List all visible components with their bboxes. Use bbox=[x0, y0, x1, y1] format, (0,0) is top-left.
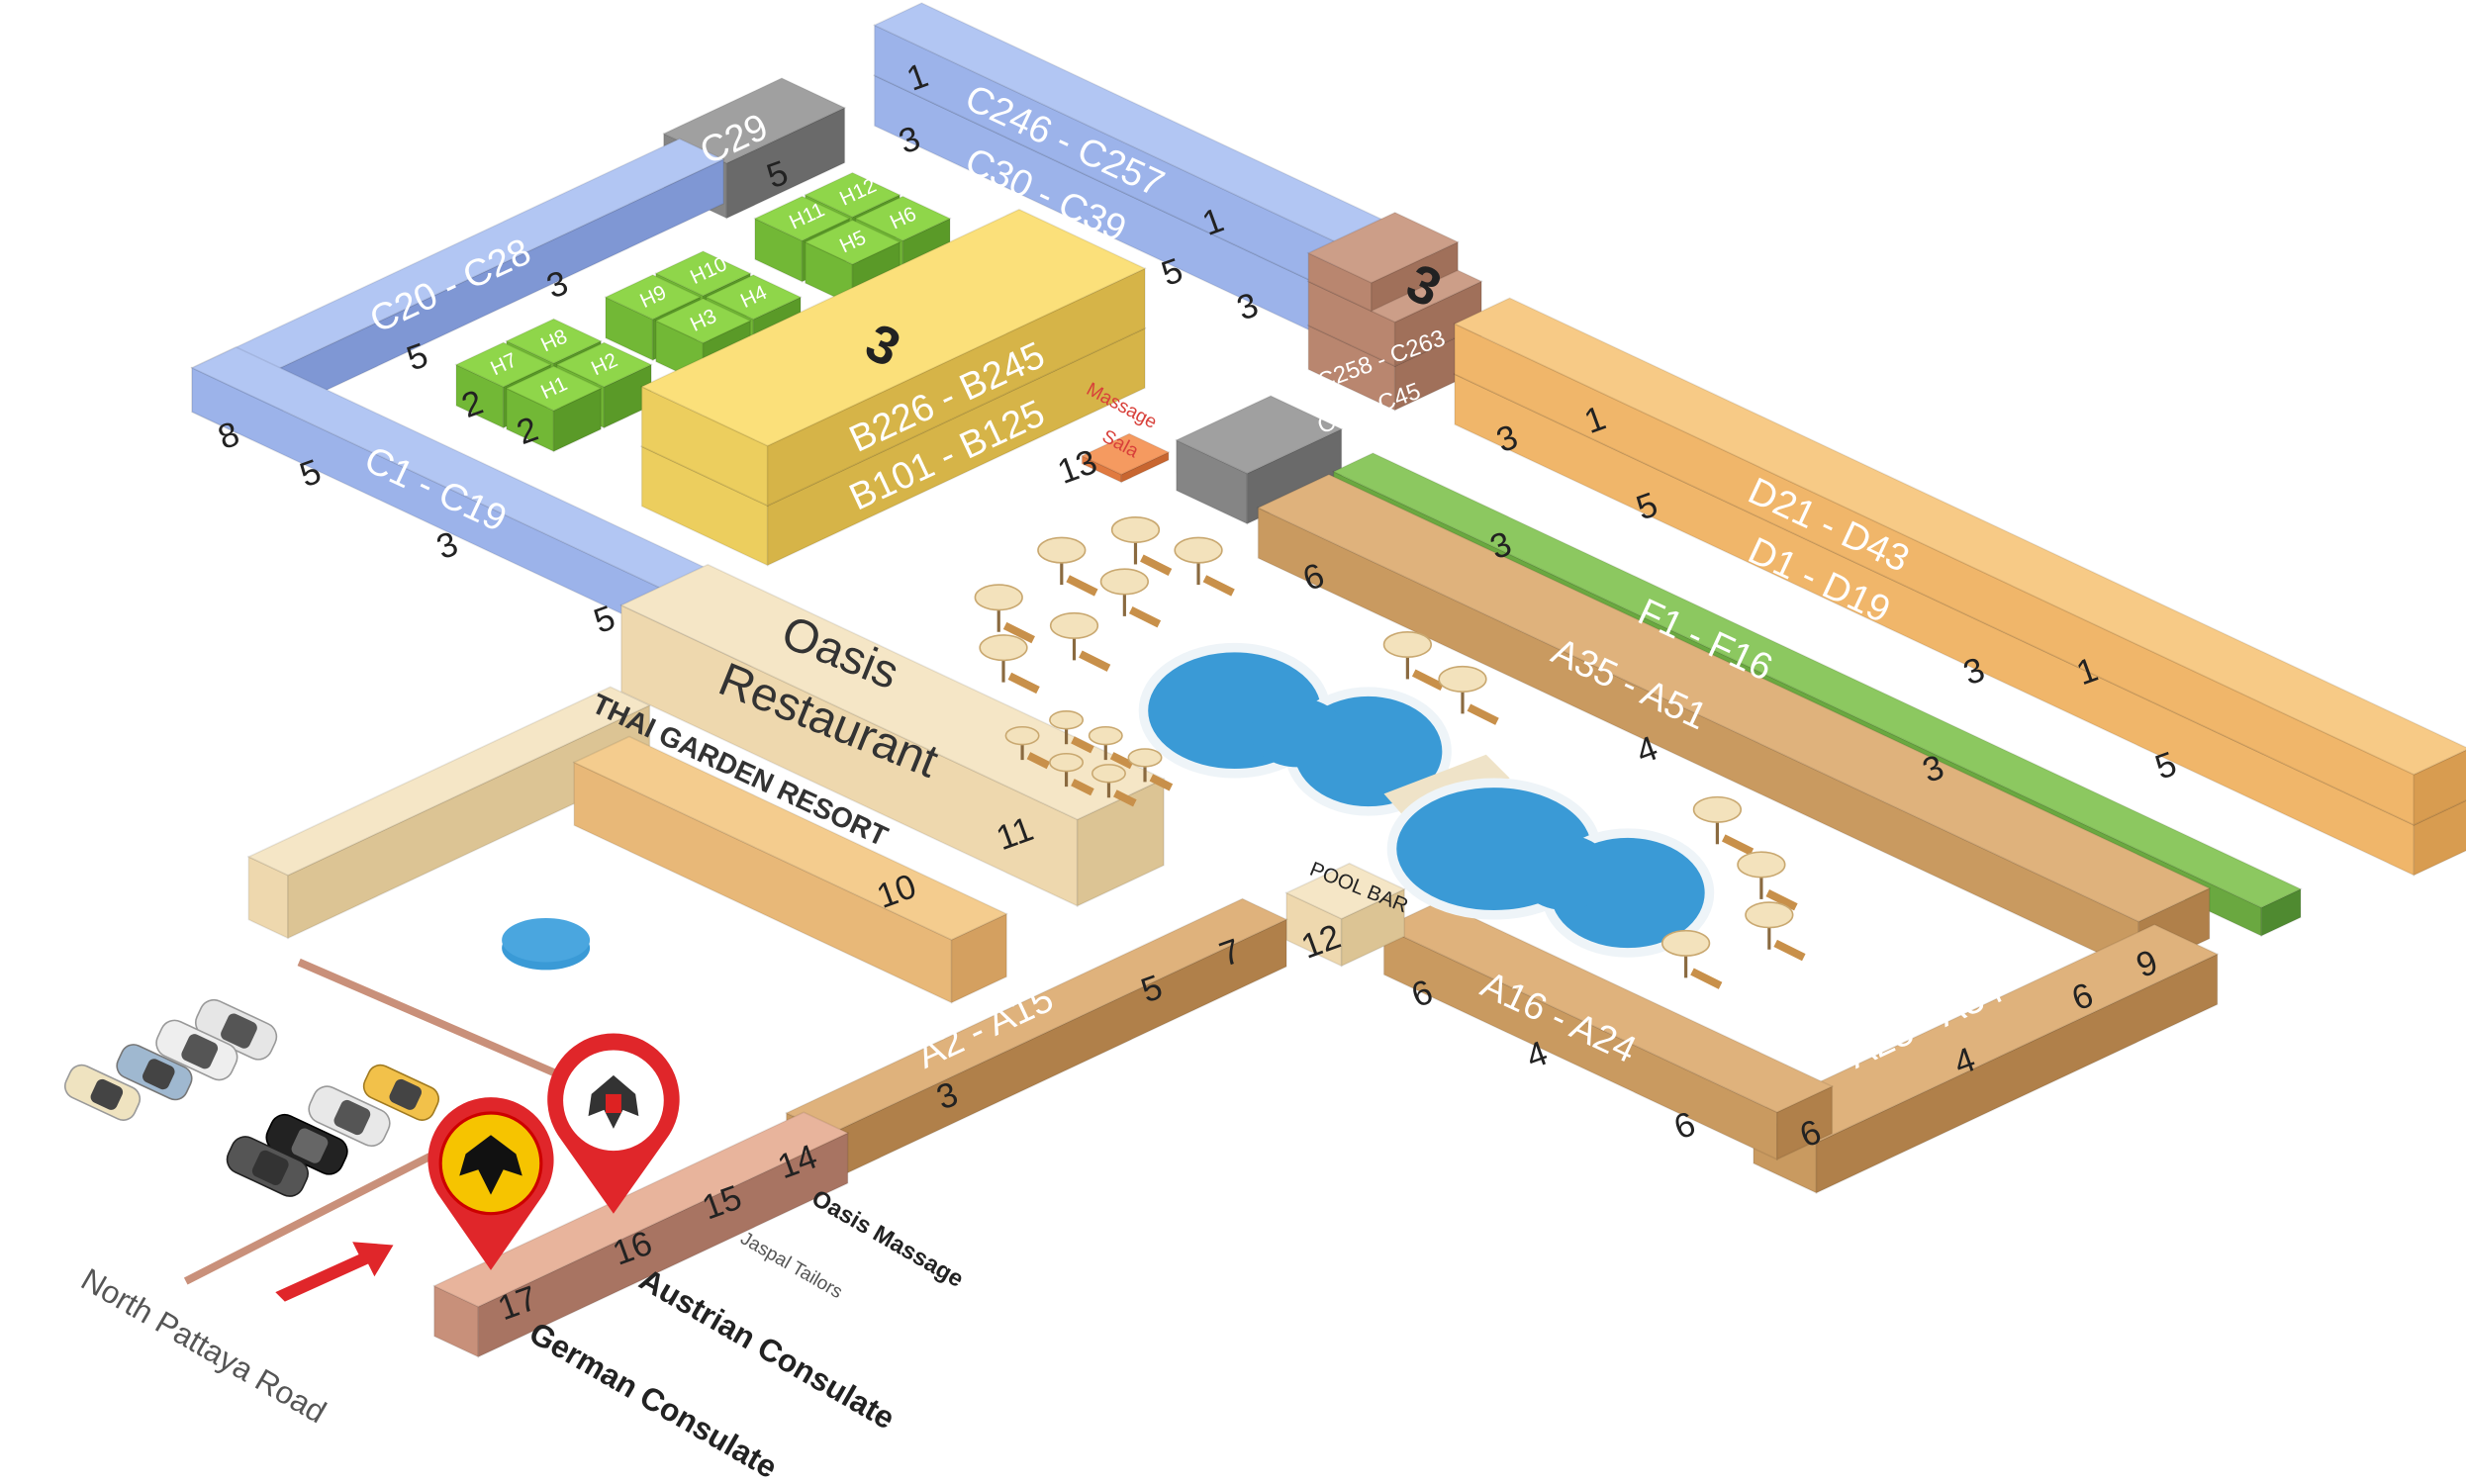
car-icon bbox=[155, 1019, 238, 1081]
eagle-icon bbox=[459, 1135, 522, 1195]
parked-cars bbox=[63, 998, 439, 1197]
road-line bbox=[297, 958, 584, 1089]
sun-umbrellas bbox=[974, 515, 1806, 989]
pool-lower bbox=[1386, 778, 1715, 958]
umbrella-icon bbox=[1049, 710, 1094, 754]
oasis-restaurant[interactable] bbox=[619, 563, 1166, 907]
car-icon bbox=[265, 1113, 348, 1175]
thai-garden-resort-top-face bbox=[572, 735, 1009, 941]
a16-a24-building-top-face bbox=[1381, 900, 1835, 1114]
umbrella-icon bbox=[1037, 536, 1098, 597]
umbrella-icon bbox=[1692, 795, 1755, 856]
label-jaspal-tailors: Jaspal Tailors bbox=[737, 1228, 846, 1303]
h-unit-H6-top-face bbox=[853, 195, 952, 242]
umbrella-icon bbox=[1099, 568, 1162, 628]
car-icon bbox=[194, 998, 278, 1061]
umbrella-icon bbox=[974, 584, 1035, 644]
umbrella-icon bbox=[1049, 752, 1094, 796]
consulate-row-14-17-top-face bbox=[431, 1111, 850, 1308]
a16-a24-building[interactable] bbox=[1381, 900, 1835, 1161]
swimming-pools bbox=[1138, 642, 1715, 958]
thai-garden-resort[interactable] bbox=[572, 735, 1009, 1004]
h-unit-H10-top-face bbox=[653, 250, 753, 297]
d21-d43-building[interactable] bbox=[1453, 297, 2466, 826]
umbrella-icon bbox=[979, 634, 1040, 695]
german-consulate-pin[interactable] bbox=[427, 1097, 554, 1270]
umbrella-icon bbox=[1004, 725, 1051, 770]
umbrella-icon bbox=[1174, 536, 1235, 597]
oasis-restaurant-top-face bbox=[619, 563, 1166, 821]
massage-sala[interactable] bbox=[1080, 432, 1171, 484]
h-unit-H2-top-face bbox=[554, 341, 653, 388]
b226-b245-building[interactable] bbox=[639, 208, 1147, 508]
umbrella-icon bbox=[1088, 725, 1134, 770]
h-unit-H4-top-face bbox=[704, 274, 803, 321]
h-unit-H11-top-face bbox=[753, 195, 852, 242]
a35-a51-building[interactable] bbox=[1256, 473, 2212, 974]
garden-wall-top-face bbox=[246, 686, 652, 877]
road-line bbox=[183, 1131, 474, 1285]
massage-sala-top-face bbox=[1080, 432, 1171, 476]
h-unit-H1[interactable] bbox=[505, 365, 604, 453]
umbrella-icon bbox=[1127, 748, 1174, 791]
gray-building[interactable] bbox=[1174, 395, 1344, 525]
umbrella-icon bbox=[1438, 665, 1499, 725]
consulate-row-14-17[interactable] bbox=[431, 1111, 850, 1358]
c-top-block[interactable] bbox=[1306, 211, 1461, 313]
h-unit-H1-top-face bbox=[505, 365, 604, 412]
austrian-consulate-pin[interactable] bbox=[547, 1033, 680, 1214]
car-icon bbox=[226, 1136, 309, 1197]
h-unit-H9-top-face bbox=[604, 274, 703, 321]
shield-icon bbox=[605, 1093, 621, 1113]
d1-d19-building-side-face bbox=[2413, 799, 2466, 877]
h-unit-H3-top-face bbox=[653, 297, 753, 344]
f1-f16-building-top-face bbox=[1331, 452, 2303, 909]
pool-bar-top-face bbox=[1284, 862, 1407, 920]
pool-upper bbox=[1138, 642, 1452, 816]
umbrella-icon bbox=[1745, 901, 1806, 962]
a35-a51-building-top-face bbox=[1256, 473, 2212, 923]
car-icon bbox=[63, 1064, 142, 1121]
gray-building-top-face bbox=[1174, 395, 1344, 475]
umbrella-icon bbox=[1110, 515, 1173, 576]
umbrella-icon bbox=[1382, 630, 1445, 691]
umbrella-icon bbox=[1660, 929, 1723, 989]
h-unit-H5-top-face bbox=[803, 219, 902, 266]
pool-bar[interactable] bbox=[1284, 862, 1407, 968]
h-unit-H7-top-face bbox=[454, 341, 553, 388]
c-top-block-top-face bbox=[1306, 211, 1461, 284]
car-icon bbox=[116, 1044, 193, 1101]
d21-d43-building-side-face bbox=[2413, 749, 2466, 826]
roads bbox=[183, 958, 584, 1285]
small-round-pool-top bbox=[502, 917, 591, 963]
entrance-arrow-icon bbox=[275, 1242, 394, 1302]
umbrella-icon bbox=[1091, 764, 1137, 807]
h-unit-H12-top-face bbox=[803, 171, 902, 219]
car-icon bbox=[362, 1064, 439, 1121]
d21-d43-building-top-face bbox=[1453, 297, 2466, 776]
b226-b245-building-top-face bbox=[639, 208, 1147, 447]
umbrella-icon bbox=[1737, 851, 1798, 911]
car-icon bbox=[308, 1085, 391, 1148]
umbrella-icon bbox=[1049, 611, 1111, 672]
h-unit-H8-top-face bbox=[505, 318, 604, 365]
garden-wall[interactable] bbox=[246, 686, 652, 940]
